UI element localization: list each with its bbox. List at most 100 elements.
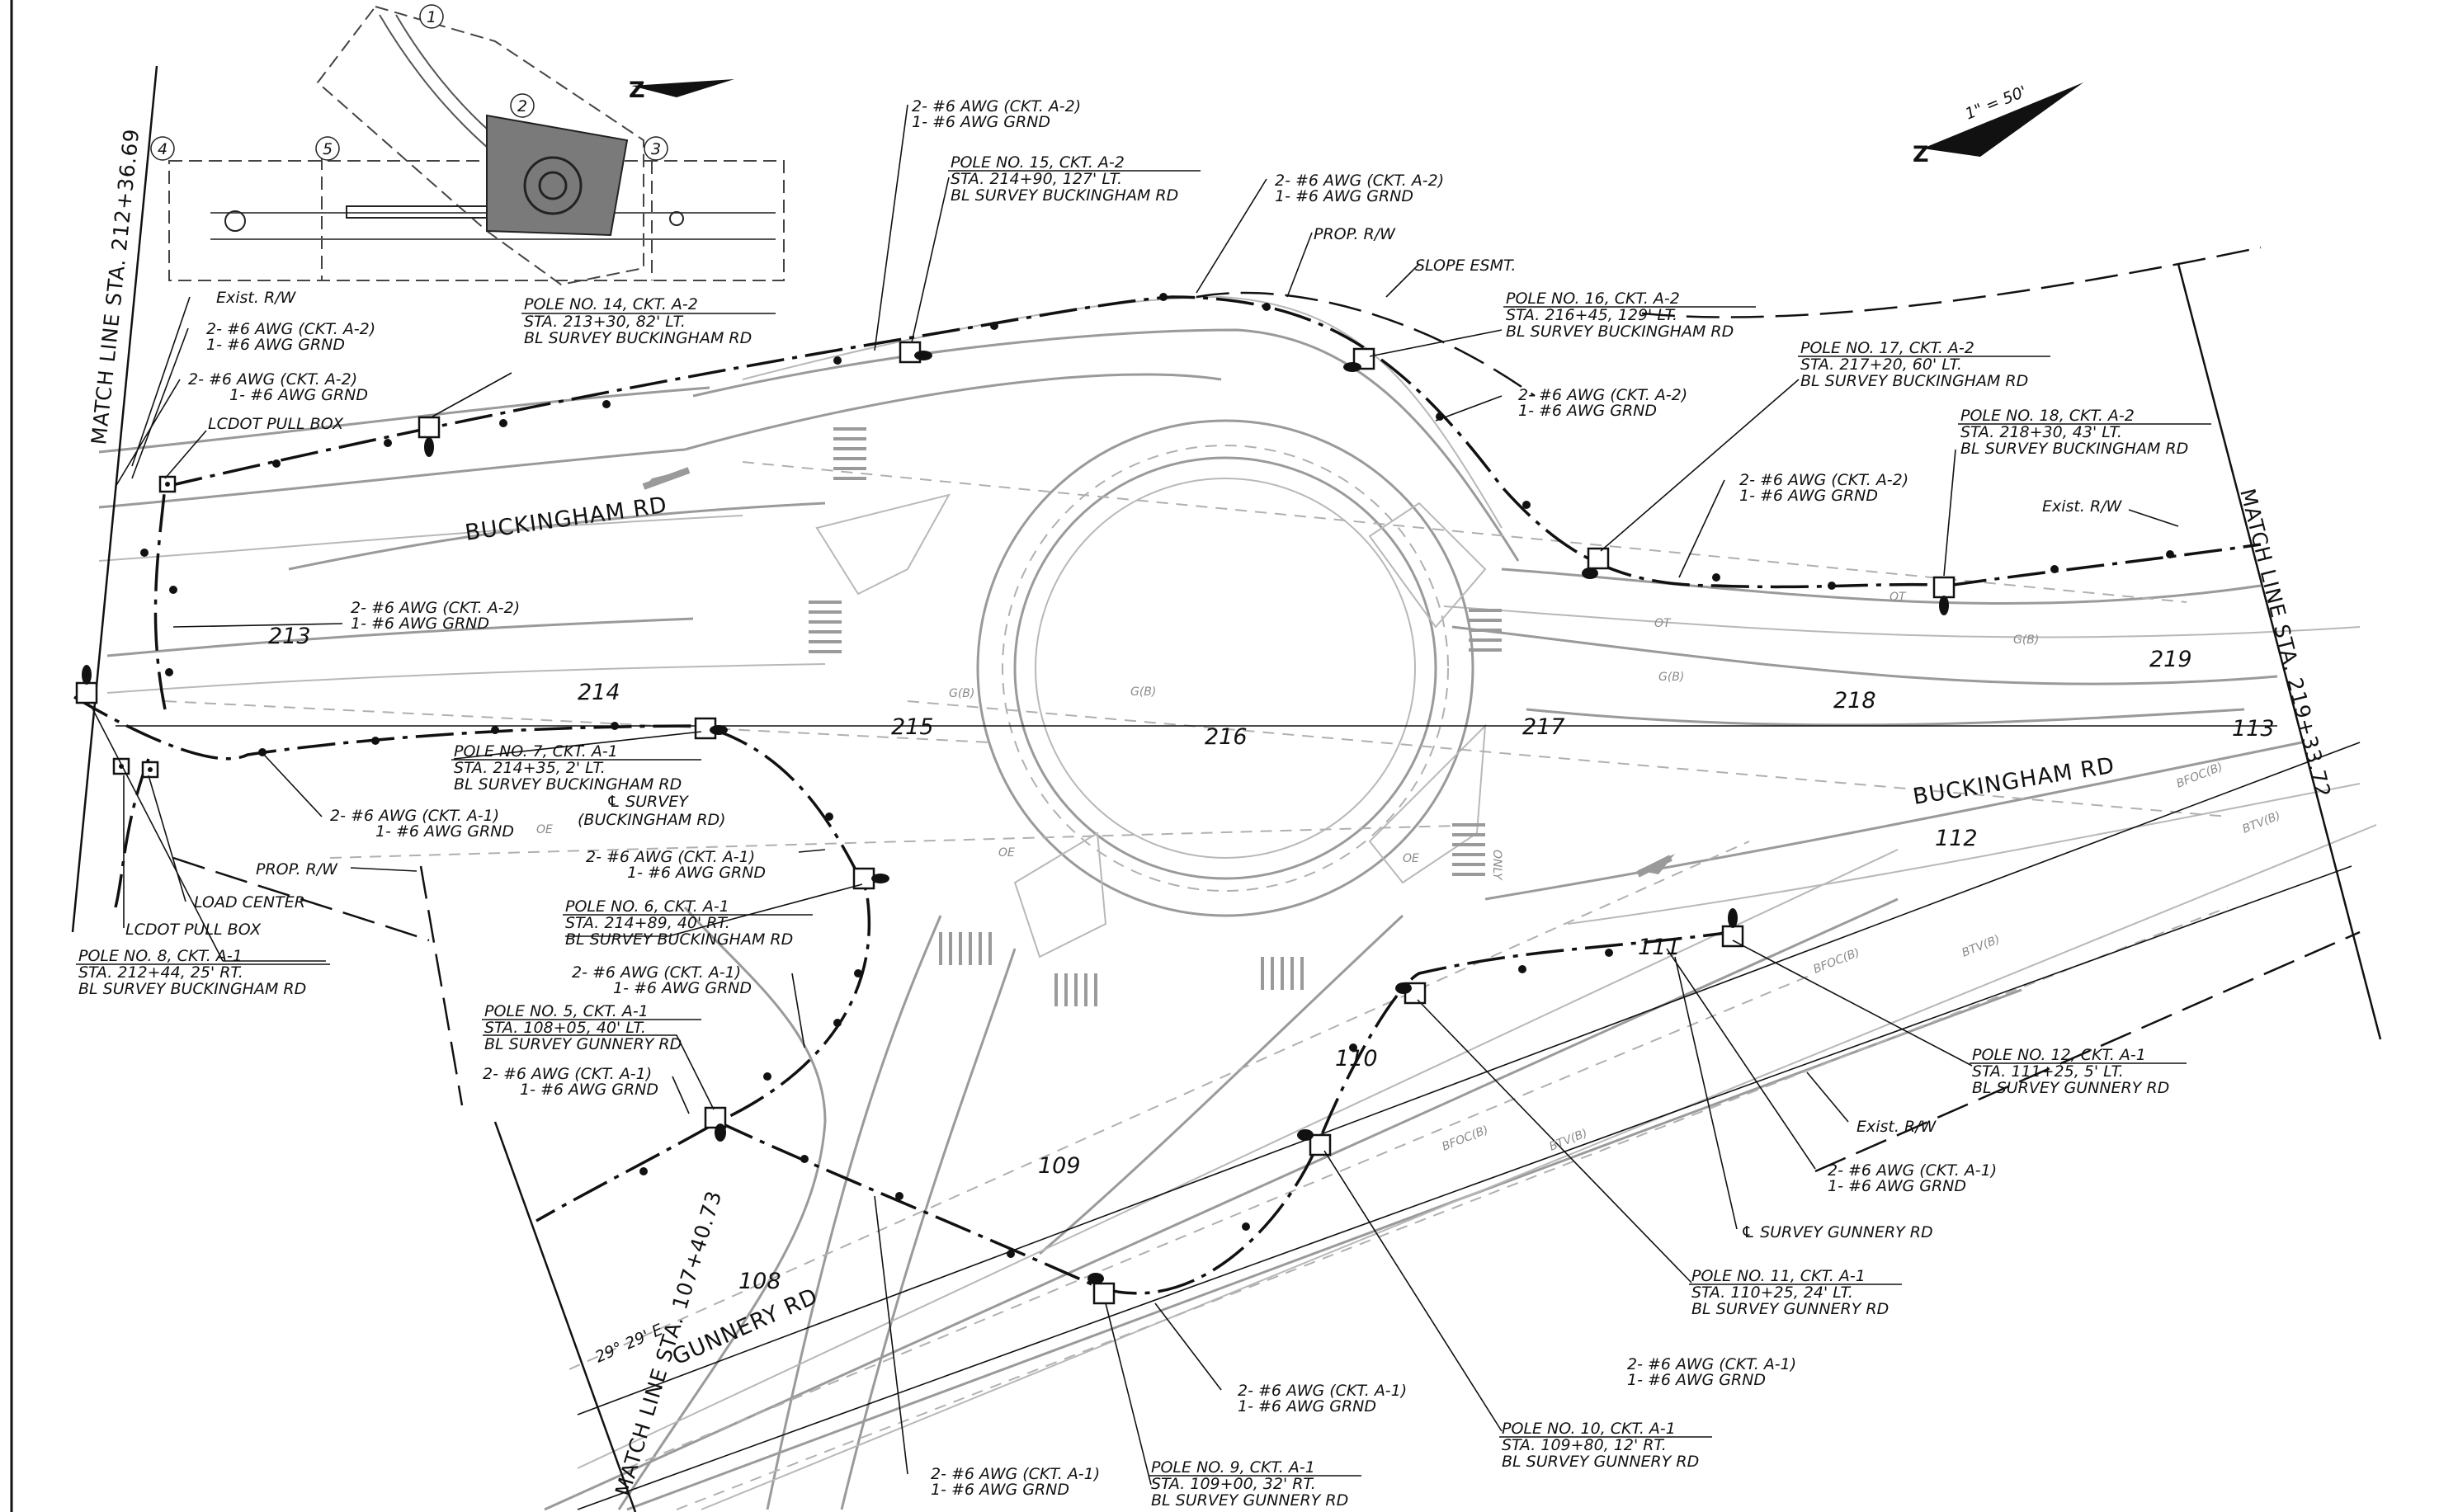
pole-5-station: STA. 108+05, 40' LT. [484,1019,646,1037]
key-map-highlight [486,114,629,237]
pole-6-station: STA. 214+89, 40' RT. [565,914,730,932]
utility-bfoc-1: BFOC(B) [1441,1123,1491,1154]
survey-label-buckingham-sub: (BUCKINGHAM RD) [578,811,726,829]
utility-ot-1: OT [1654,617,1672,630]
utility-oe-2: OE [998,846,1015,860]
pole-11-symbol [1395,982,1427,1005]
pole-10-station: STA. 109+80, 12' RT. [1502,1436,1667,1454]
cable-a2-3-l2: 1- #6 AWG GRND [1518,402,1657,420]
utility-gb-4: G(B) [2013,634,2039,647]
light-poles [75,341,1956,1305]
cable-a1-4-l1: 2- #6 AWG (CKT. A-1) [483,1065,652,1083]
pole-6-callout: POLE NO. 6, CKT. A-1 STA. 214+89, 40' RT… [563,897,813,949]
key-map-numbers: 1 2 3 4 5 [150,4,668,161]
prop-rw-top-label: PROP. R/W [1314,225,1396,243]
exist-rw-right-label: Exist. R/W [2042,497,2123,516]
exist-rw-left-label: Exist. R/W [216,289,297,307]
cable-a2-4-l1: 2- #6 AWG (CKT. A-2) [1739,471,1908,489]
pole-9-callout: POLE NO. 9, CKT. A-1 STA. 109+00, 32' RT… [1149,1458,1361,1510]
pole-14-callout: POLE NO. 14, CKT. A-2 STA. 213+30, 82' L… [521,295,776,347]
pole-14-station: STA. 213+30, 82' LT. [524,313,686,331]
cable-a2-4-l2: 1- #6 AWG GRND [1739,487,1878,505]
key-map-number-2: 2 [517,97,527,115]
pole-18-station: STA. 218+30, 43' LT. [1960,423,2122,441]
crosswalks [809,427,1502,1006]
buckingham-stations: 213 214 215 216 217 218 219 [268,624,2192,750]
station-217: 217 [1522,714,1565,740]
station-108: 108 [738,1269,781,1294]
utility-btv-3: BTV(B) [2241,809,2283,836]
pole-14-symbol [418,416,441,457]
pole-8-callout: POLE NO. 8, CKT. A-1 STA. 212+44, 25' RT… [76,947,330,998]
cable-a2-6-l2: 1- #6 AWG GRND [229,386,368,404]
cable-a2-1-l1: 2- #6 AWG (CKT. A-2) [912,97,1081,115]
pole-14-title: POLE NO. 14, CKT. A-2 [524,295,698,313]
pole-6-survey: BL SURVEY BUCKINGHAM RD [565,930,793,949]
load-center-label: LOAD CENTER [194,893,305,911]
pole-17-station: STA. 217+20, 60' LT. [1800,356,1962,374]
pole-18-symbol [1932,576,1956,615]
pole-9-title: POLE NO. 9, CKT. A-1 [1151,1458,1315,1477]
pole-17-survey: BL SURVEY BUCKINGHAM RD [1800,372,2028,390]
pole-15-title: POLE NO. 15, CKT. A-2 [951,153,1125,172]
pole-8-symbol [75,665,98,704]
pole-12-survey: BL SURVEY GUNNERY RD [1972,1079,2169,1097]
station-213: 213 [268,624,311,649]
cable-a1-2-l2: 1- #6 AWG GRND [627,864,766,882]
utility-bfoc-3: BFOC(B) [2175,761,2225,791]
cable-callouts: 2- #6 AWG (CKT. A-2) 1- #6 AWG GRND 2- #… [188,97,1997,1499]
utility-oe-1: OE [536,823,553,836]
pole-11-survey: BL SURVEY GUNNERY RD [1691,1300,1889,1318]
pole-5-survey: BL SURVEY GUNNERY RD [484,1035,682,1053]
cable-a2-7-l2: 1- #6 AWG GRND [351,615,489,633]
circuit-a1 [73,486,1734,1295]
pole-10-title: POLE NO. 10, CKT. A-1 [1502,1420,1676,1438]
roadway-geometry [98,295,2377,1511]
cable-a1-1-l2: 1- #6 AWG GRND [375,822,514,841]
pole-7-survey: BL SURVEY BUCKINGHAM RD [454,775,682,794]
pole-9-station: STA. 109+00, 32' RT. [1151,1475,1316,1493]
right-of-way [172,246,2361,1510]
pole-12-title: POLE NO. 12, CKT. A-1 [1972,1046,2146,1064]
lcdot-pull-box-label-2: LCDOT PULL BOX [125,921,262,939]
survey-label-gunnery: ℄ SURVEY GUNNERY RD [1741,1223,1933,1241]
load-center-symbol [112,757,130,775]
cable-a1-8-l2: 1- #6 AWG GRND [1828,1177,1966,1195]
svg-text:Z: Z [1913,142,1930,167]
pole-14-survey: BL SURVEY BUCKINGHAM RD [524,329,752,347]
pole-9-survey: BL SURVEY GUNNERY RD [1151,1491,1348,1510]
roundabout-island [1035,478,1416,859]
pole-5-callout: POLE NO. 5, CKT. A-1 STA. 108+05, 40' LT… [482,1002,701,1053]
callout-leaders [90,104,2179,1486]
exist-rw-bottom-label: Exist. R/W [1856,1118,1937,1136]
pole-12-callout: POLE NO. 12, CKT. A-1 STA. 111+25, 5' LT… [1970,1046,2187,1097]
pole-10-symbol [1297,1129,1332,1156]
pole-12-symbol [1721,908,1744,948]
cable-a1-4-l2: 1- #6 AWG GRND [520,1081,658,1099]
cable-a1-5-l2: 1- #6 AWG GRND [1238,1397,1376,1415]
pole-8-station: STA. 212+44, 25' RT. [78,963,243,982]
svg-text:Z: Z [629,78,646,103]
utility-oe-3: OE [1403,852,1419,865]
station-113: 113 [2232,716,2275,742]
pavement-marking-only: ONLY [1490,850,1503,881]
station-110: 110 [1335,1046,1378,1072]
cable-a2-3-l1: 2- #6 AWG (CKT. A-2) [1518,386,1687,404]
pole-17-callout: POLE NO. 17, CKT. A-2 STA. 217+20, 60' L… [1798,339,2050,390]
pole-11-callout: POLE NO. 11, CKT. A-1 STA. 110+25, 24' L… [1689,1267,1902,1318]
station-111: 111 [1638,935,1681,960]
station-112: 112 [1935,826,1978,851]
pole-17-title: POLE NO. 17, CKT. A-2 [1800,339,1974,357]
north-arrow-key-map: Z [629,78,734,103]
lcdot-pull-box-label-1: LCDOT PULL BOX [208,415,344,433]
roundabout-outer [976,419,1474,917]
slope-esmt-label: SLOPE ESMT. [1415,257,1516,275]
gunnery-stations: 108 109 110 111 112 113 [738,716,2275,1294]
pole-18-survey: BL SURVEY BUCKINGHAM RD [1960,440,2188,458]
utility-gb-2: G(B) [1130,685,1156,699]
key-map-number-1: 1 [427,8,436,26]
pole-17-symbol [1582,547,1610,579]
station-214: 214 [578,680,620,705]
pole-16-station: STA. 216+45, 129' LT. [1506,306,1677,324]
